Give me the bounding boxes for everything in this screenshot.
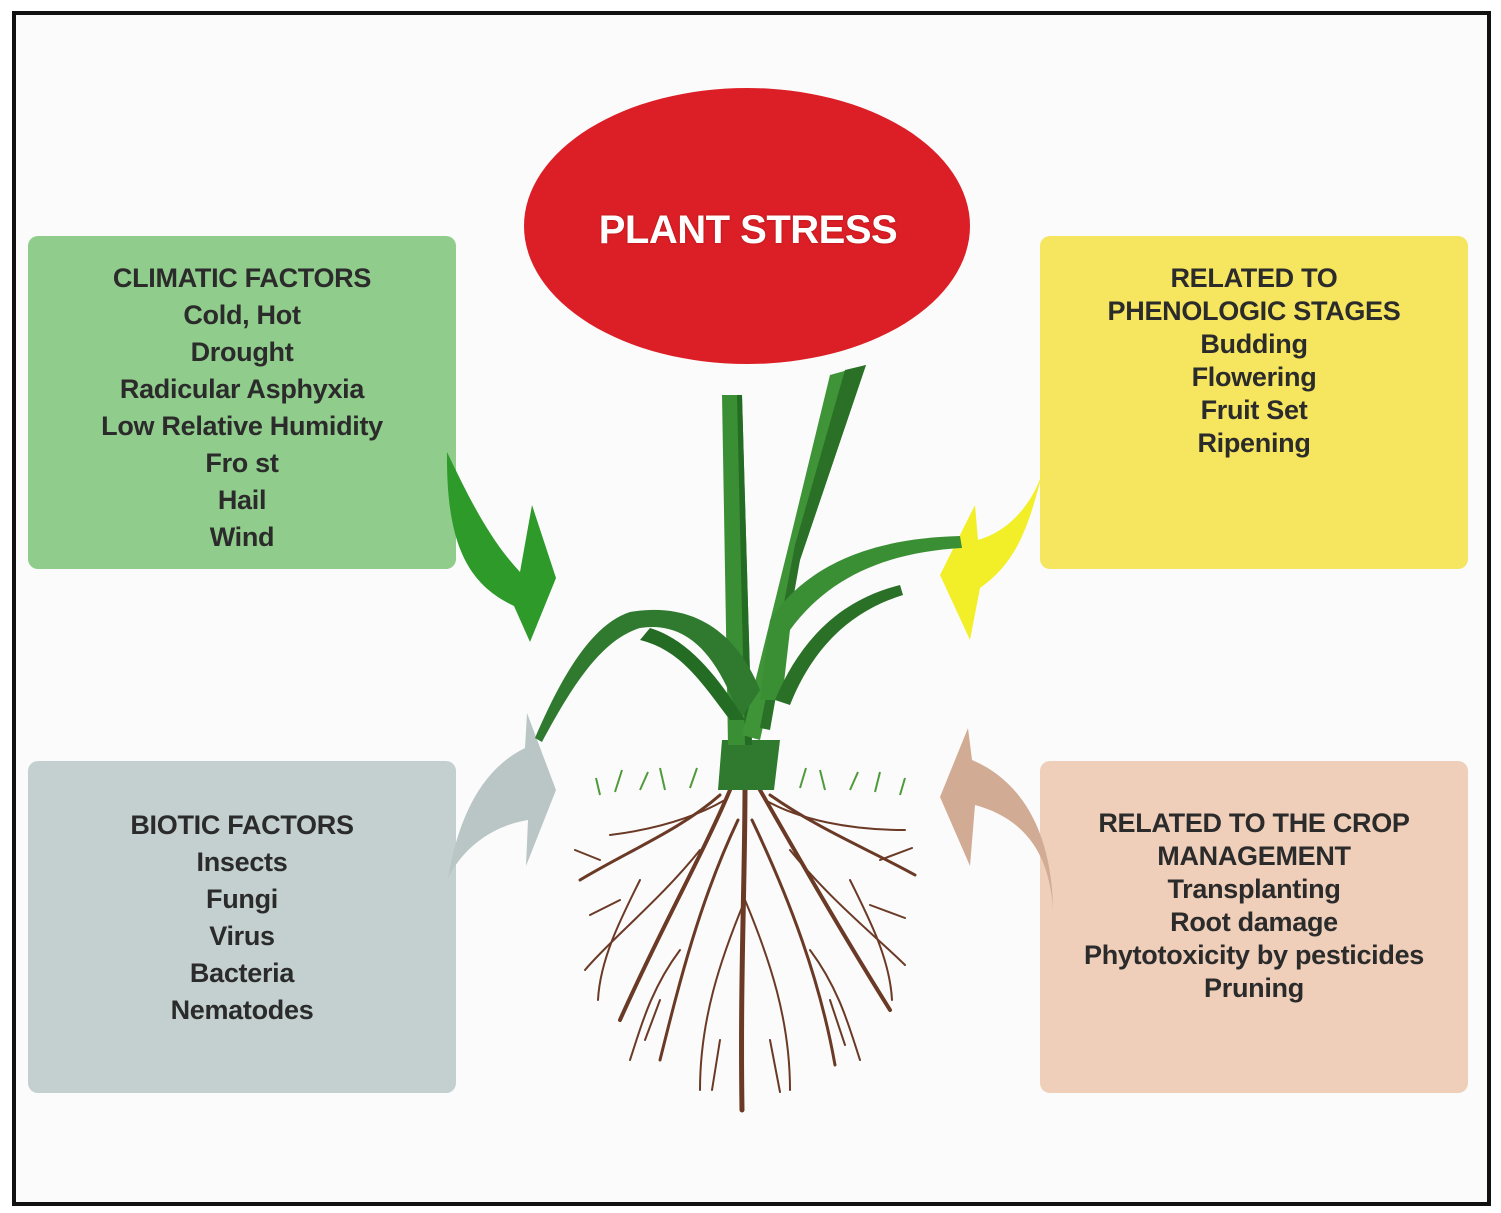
plant-stress-title: PLANT STRESS xyxy=(598,208,898,252)
soil-grass xyxy=(595,767,906,796)
climatic-box-bg xyxy=(28,236,456,569)
biotic-factors-box: BIOTIC FACTORS Insects Fungi Virus Bacte… xyxy=(28,761,456,1093)
climatic-item: Drought xyxy=(190,337,294,367)
crop-item: Root damage xyxy=(1170,907,1338,937)
climatic-factors-heading: CLIMATIC FACTORS xyxy=(112,263,372,293)
biotic-item: Insects xyxy=(196,847,288,877)
phenologic-heading-line1: RELATED TO xyxy=(1170,263,1338,293)
phenologic-heading-line2: PHENOLOGIC STAGES xyxy=(1107,296,1401,326)
climatic-arrow xyxy=(446,452,556,642)
climatic-item: Wind xyxy=(209,522,275,552)
biotic-item: Bacteria xyxy=(189,958,295,988)
biotic-item: Nematodes xyxy=(170,995,314,1025)
plant-stem xyxy=(535,365,962,790)
climatic-item: Fro st xyxy=(205,448,279,478)
biotic-item: Virus xyxy=(209,921,275,951)
phenologic-item: Budding xyxy=(1200,329,1308,359)
phenologic-item: Flowering xyxy=(1191,362,1317,392)
crop-box-bg xyxy=(1040,761,1468,1093)
biotic-box-bg xyxy=(28,761,456,1093)
biotic-factors-heading: BIOTIC FACTORS xyxy=(130,810,354,840)
crop-arrow xyxy=(940,728,1053,910)
plant-stress-ellipse xyxy=(524,88,970,364)
climatic-item: Hail xyxy=(217,485,267,515)
crop-heading-line1: RELATED TO THE CROP xyxy=(1098,808,1410,838)
crop-management-box: RELATED TO THE CROP MANAGEMENT Transplan… xyxy=(1040,761,1468,1093)
climatic-item: Radicular Asphyxia xyxy=(119,374,365,404)
crop-item: Phytotoxicity by pesticides xyxy=(1084,940,1424,970)
climatic-factors-box: CLIMATIC FACTORS Cold, Hot Drought Radic… xyxy=(28,236,456,569)
plant-roots xyxy=(574,782,917,1113)
phenologic-arrow xyxy=(940,467,1044,640)
phenologic-item: Fruit Set xyxy=(1200,395,1308,425)
biotic-arrow xyxy=(448,713,556,878)
crop-heading-line2: MANAGEMENT xyxy=(1157,841,1351,871)
climatic-item: Low Relative Humidity xyxy=(101,411,383,441)
climatic-item: Cold, Hot xyxy=(183,300,301,330)
biotic-item: Fungi xyxy=(206,884,278,914)
phenologic-item: Ripening xyxy=(1197,428,1311,458)
phenologic-stages-box: RELATED TO PHENOLOGIC STAGES Budding Flo… xyxy=(1040,236,1468,569)
crop-item: Transplanting xyxy=(1167,874,1341,904)
crop-item: Pruning xyxy=(1204,973,1304,1003)
phenologic-box-bg xyxy=(1040,236,1468,569)
